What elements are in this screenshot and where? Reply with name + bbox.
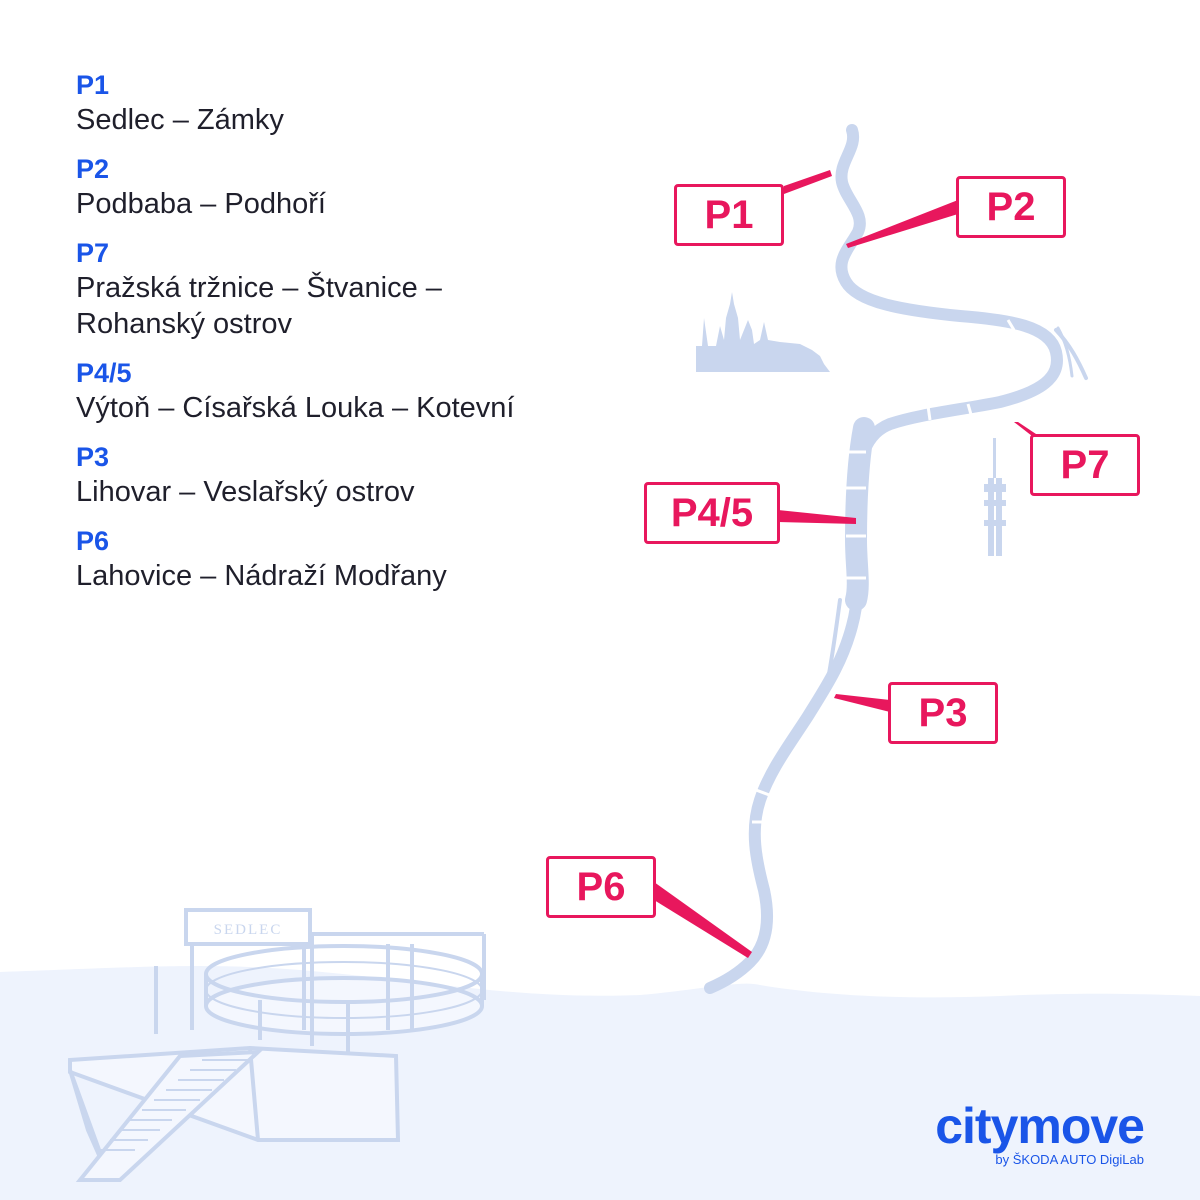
prague-castle-icon: [696, 292, 830, 372]
map-label-p7: P7: [1030, 434, 1140, 496]
legend-code: P6: [76, 526, 110, 556]
map-label-p45: P4/5: [644, 482, 780, 544]
legend-desc: Sedlec – Zámky: [76, 104, 284, 136]
legend-code: P7: [76, 238, 110, 268]
legend-desc: Lahovice – Nádraží Modřany: [76, 560, 447, 592]
legend-code: P4/5: [76, 358, 132, 388]
legend-desc: Podbaba – Podhoří: [76, 188, 326, 220]
legend-code: P3: [76, 442, 110, 472]
ferry-sign-text: SEDLEC: [214, 922, 283, 938]
citymove-logo: citymove by ŠKODA AUTO DigiLab: [935, 1098, 1145, 1168]
sedlec-ferry-illustration: [68, 908, 486, 1182]
legend-item: P4/5 Výtoň – Císařská Louka – Kotevní: [76, 356, 636, 426]
river-vltava: [704, 124, 1088, 994]
legend-code: P1: [76, 70, 110, 100]
legend-item: P2 Podbaba – Podhoří: [76, 152, 636, 222]
legend-item: P7 Pražská tržnice – Štvanice – Rohanský…: [76, 236, 636, 342]
brand-name: citymove: [935, 1098, 1145, 1154]
map-label-p3: P3: [888, 682, 998, 744]
legend-code: P2: [76, 154, 110, 184]
map-label-p6: P6: [546, 856, 656, 918]
legend-item: P6 Lahovice – Nádraží Modřany: [76, 524, 636, 594]
map-label-p1: P1: [674, 184, 784, 246]
river-breaks: [752, 319, 1016, 824]
legend-desc: Výtoň – Císařská Louka – Kotevní: [76, 392, 515, 424]
tv-tower-icon: [984, 438, 1006, 556]
brand-subtitle: by ŠKODA AUTO DigiLab: [995, 1152, 1144, 1167]
route-legend: P1 Sedlec – Zámky P2 Podbaba – Podhoří P…: [76, 68, 636, 608]
map-label-p2: P2: [956, 176, 1066, 238]
legend-desc: Lihovar – Veslařský ostrov: [76, 476, 415, 508]
legend-item: P1 Sedlec – Zámky: [76, 68, 636, 138]
legend-item: P3 Lihovar – Veslařský ostrov: [76, 440, 636, 510]
legend-desc: Pražská tržnice – Štvanice – Rohanský os…: [76, 272, 442, 340]
